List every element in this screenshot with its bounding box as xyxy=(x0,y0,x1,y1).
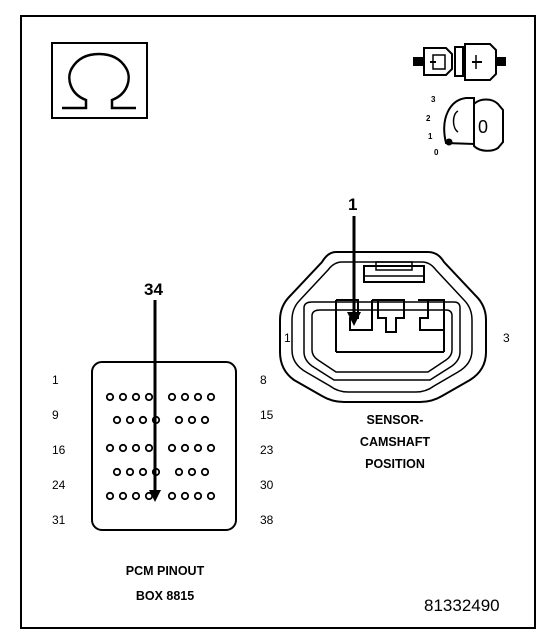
part-number: 81332490 xyxy=(424,596,500,615)
ignition-position-3: 3 xyxy=(431,95,436,104)
diagram-frame xyxy=(20,15,536,629)
pin-hole xyxy=(193,491,203,501)
pin-hole xyxy=(174,415,184,425)
pin-hole xyxy=(112,415,122,425)
pin-hole xyxy=(105,443,115,453)
pcm-pin-label-right-4: 30 xyxy=(260,478,274,492)
pin-hole xyxy=(180,491,190,501)
sensor-pin-left-label: 1 xyxy=(284,331,291,345)
pin-hole xyxy=(167,491,177,501)
pin-hole xyxy=(206,392,216,402)
ignition-position-0: 0 xyxy=(434,148,439,157)
pin-holes xyxy=(105,392,216,501)
ignition-key-icon xyxy=(443,97,504,152)
pin-hole xyxy=(138,415,148,425)
pin-hole xyxy=(200,467,210,477)
ignition-position-2: 2 xyxy=(426,114,431,123)
pin-hole xyxy=(144,392,154,402)
pin-hole xyxy=(206,491,216,501)
pcm-pin-label-right-3: 23 xyxy=(260,443,274,457)
pcm-pin-label-left-4: 24 xyxy=(52,478,66,492)
pin-hole xyxy=(144,443,154,453)
sensor-pin-right-label: 3 xyxy=(503,331,510,345)
pcm-pin-label-left-3: 16 xyxy=(52,443,66,457)
pcm-pin-label-right-5: 38 xyxy=(260,513,274,527)
pcm-pin-label-right-2: 15 xyxy=(260,408,274,422)
pin-hole xyxy=(167,443,177,453)
camshaft-sensor-connector xyxy=(279,251,487,403)
pin-hole xyxy=(125,467,135,477)
pin-hole xyxy=(105,392,115,402)
sensor-callout-number: 1 xyxy=(348,195,358,214)
pcm-caption-line2: BOX 8815 xyxy=(135,589,195,603)
pcm-pinout-box xyxy=(91,361,237,531)
ignition-position-1: 1 xyxy=(428,132,433,141)
pin-hole xyxy=(131,491,141,501)
sensor-callout-arrow xyxy=(347,216,361,326)
pcm-caption-line1: PCM PINOUT xyxy=(125,564,205,578)
pin-hole xyxy=(180,392,190,402)
pin-hole xyxy=(118,491,128,501)
pcm-pin-label-left-5: 31 xyxy=(52,513,66,527)
pin-hole xyxy=(131,443,141,453)
pin-hole xyxy=(187,467,197,477)
pcm-pin-label-right-1: 8 xyxy=(260,373,267,387)
pin-hole xyxy=(193,392,203,402)
pin-hole xyxy=(200,415,210,425)
pin-hole xyxy=(105,491,115,501)
pcm-pin-label-left-1: 1 xyxy=(52,373,59,387)
ignition-key-label: 0 xyxy=(478,117,489,137)
pin-hole xyxy=(138,467,148,477)
pin-hole xyxy=(193,443,203,453)
pin-hole xyxy=(174,467,184,477)
pcm-pin-label-left-2: 9 xyxy=(52,408,59,422)
pin-hole xyxy=(125,415,135,425)
pcm-callout-number: 34 xyxy=(144,280,163,299)
pin-hole xyxy=(167,392,177,402)
pin-hole xyxy=(131,392,141,402)
pin-hole xyxy=(118,392,128,402)
pin-hole xyxy=(180,443,190,453)
omega-icon xyxy=(51,42,148,119)
pin-hole xyxy=(206,443,216,453)
pin-hole xyxy=(118,443,128,453)
pin-hole xyxy=(187,415,197,425)
connector-plug-icon xyxy=(413,43,506,81)
sensor-caption-line1: SENSOR- xyxy=(366,413,424,427)
pin-hole xyxy=(112,467,122,477)
sensor-caption-line3: POSITION xyxy=(365,457,425,471)
pcm-callout-arrow xyxy=(149,300,161,502)
sensor-caption-line2: CAMSHAFT xyxy=(359,435,431,449)
